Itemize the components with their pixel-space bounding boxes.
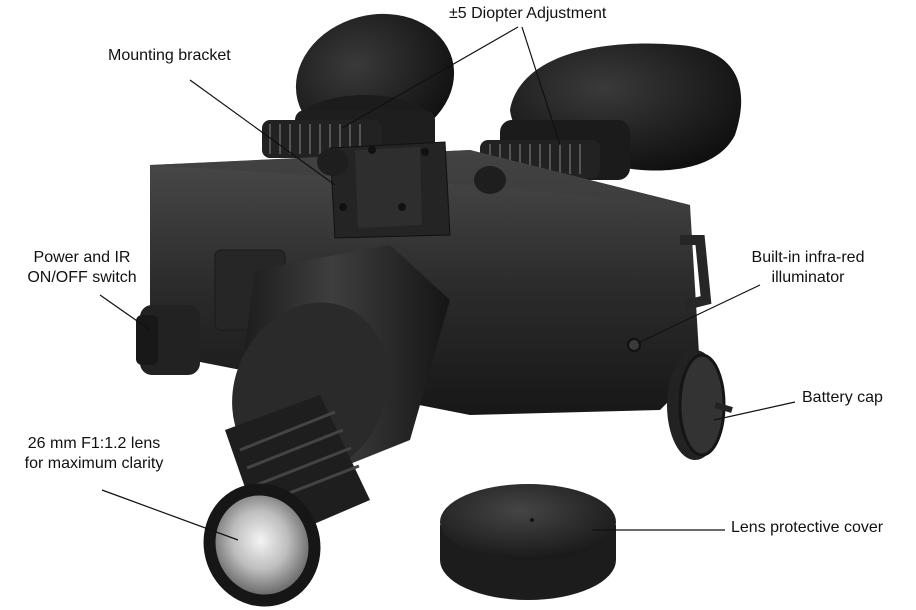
label-ir-line2: illuminator <box>771 269 845 286</box>
battery-cap <box>667 350 733 460</box>
label-battery-cap: Battery cap <box>802 389 883 406</box>
label-power-line1: Power and IR <box>33 249 131 266</box>
leader-diopter-left <box>341 26 519 129</box>
leader-battery <box>713 401 796 421</box>
label-power-switch: Power and IR ON/OFF switch <box>22 248 142 288</box>
label-mounting-bracket: Mounting bracket <box>108 47 231 64</box>
strap-loop <box>680 235 712 310</box>
mounting-bracket <box>317 141 506 239</box>
label-power-line2: ON/OFF switch <box>27 269 137 286</box>
leader-power <box>99 294 151 331</box>
leader-diopter-right <box>521 26 561 146</box>
lens-protective-cover <box>440 484 616 600</box>
label-lens-cover: Lens protective cover <box>731 519 884 536</box>
leader-mounting <box>189 79 336 186</box>
objective-lens <box>203 483 321 607</box>
label-objective-lens: 26 mm F1:1.2 lens for maximum clarity <box>4 434 184 474</box>
ir-illuminator <box>627 338 641 352</box>
leader-lines <box>99 26 796 541</box>
label-lens-line1: 26 mm F1:1.2 lens <box>27 435 161 452</box>
power-switch <box>136 305 200 375</box>
label-lens-line2: for maximum clarity <box>24 455 164 472</box>
label-diopter-adjustment: ±5 Diopter Adjustment <box>449 5 607 22</box>
label-ir-illuminator: Built-in infra-red illuminator <box>728 248 888 288</box>
label-ir-line1: Built-in infra-red <box>751 249 865 266</box>
leader-ir <box>637 284 761 344</box>
leader-lens <box>101 489 239 541</box>
